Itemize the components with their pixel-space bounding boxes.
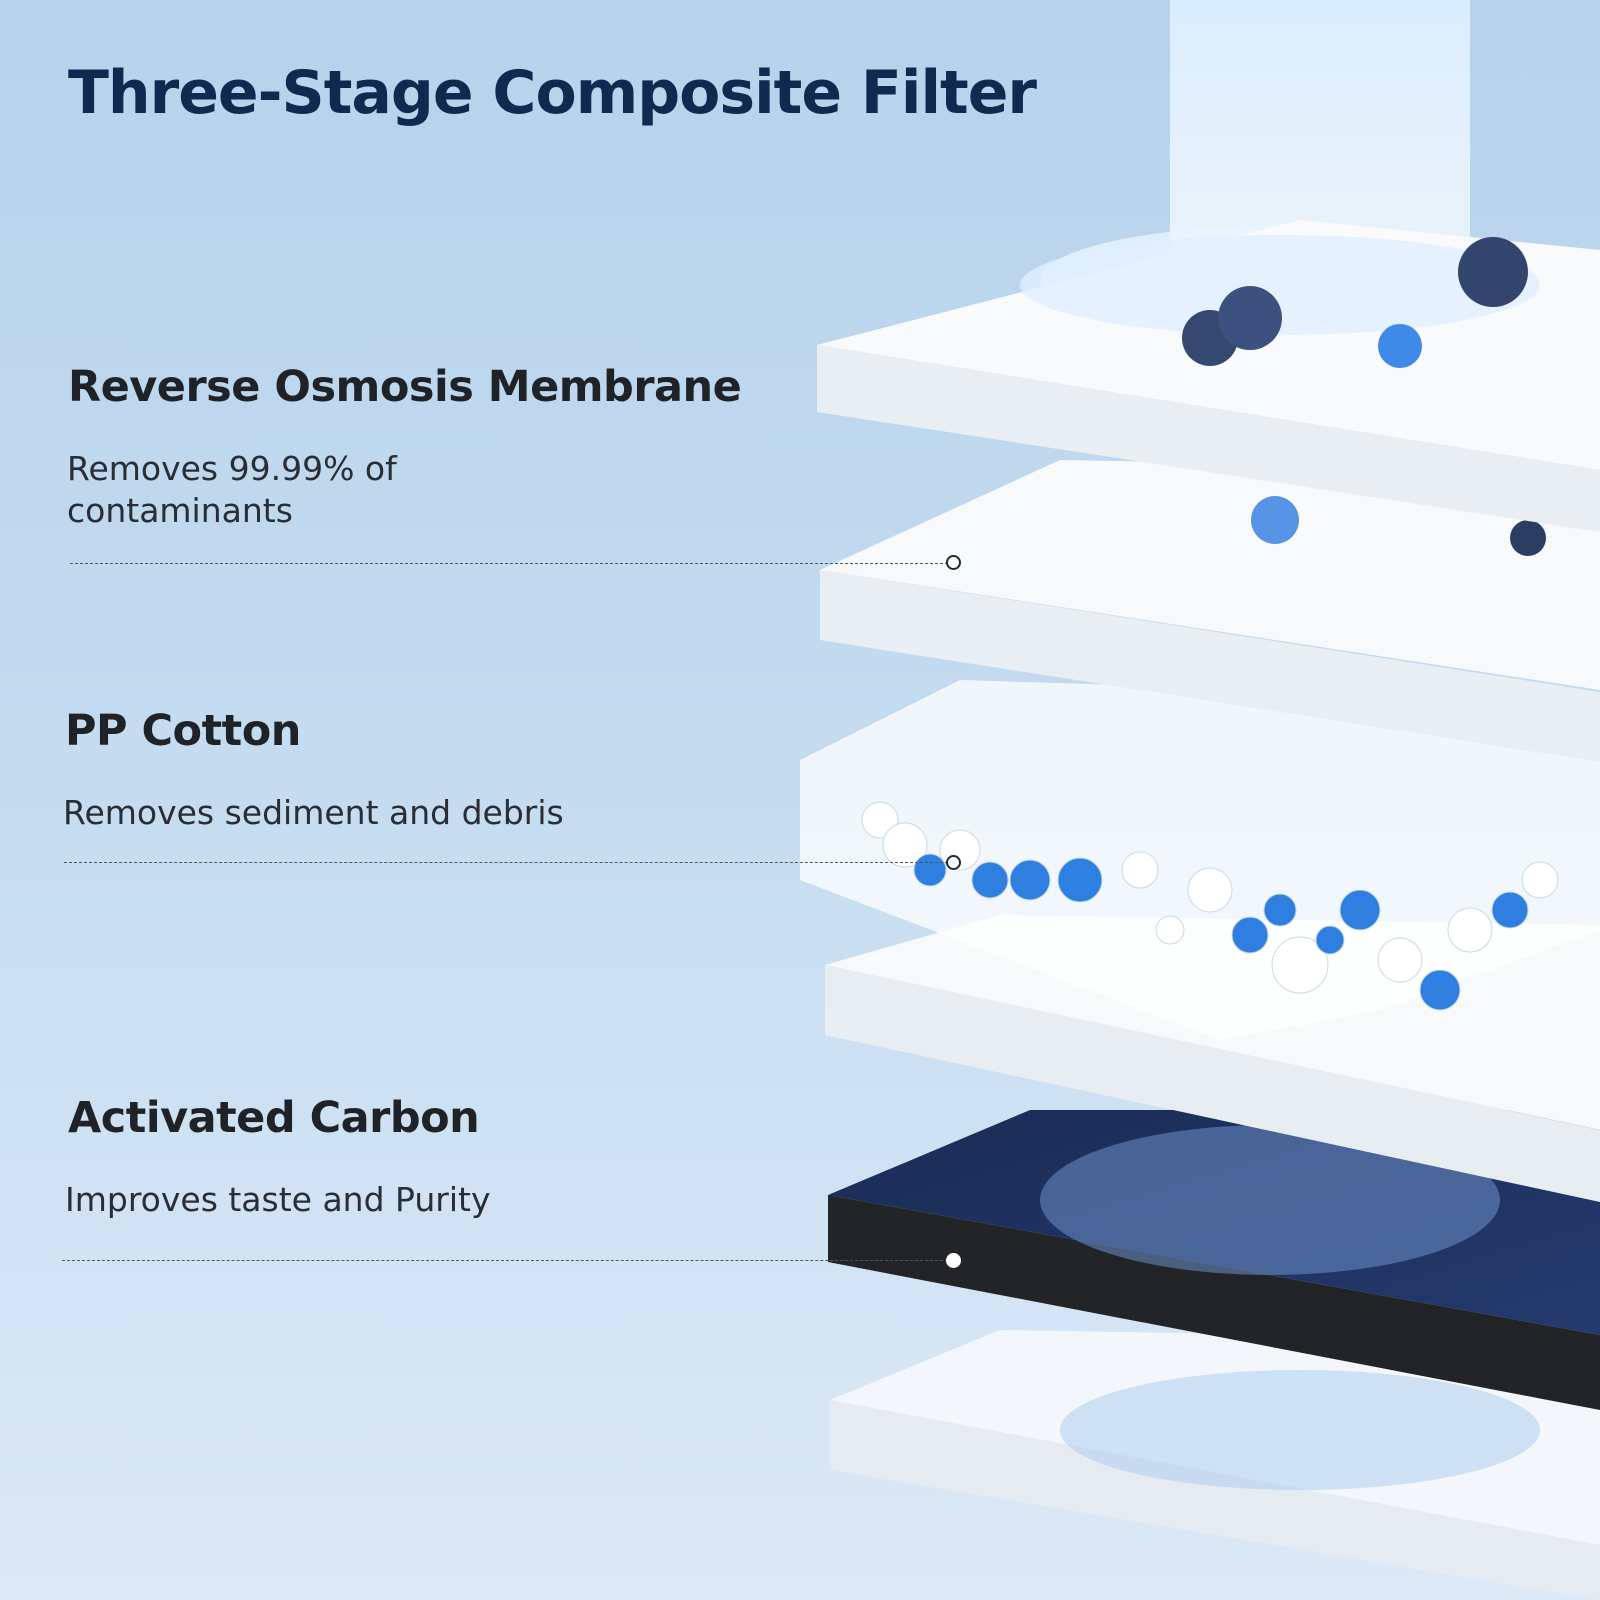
- filter-bead: [1263, 893, 1297, 927]
- reverse-osmosis-slab: [817, 220, 1600, 532]
- filter-bead: [1231, 916, 1269, 954]
- filter-bead: [1419, 969, 1461, 1011]
- filter-bead: [1315, 925, 1345, 955]
- membrane-slab-middle: [820, 460, 1600, 762]
- filter-bead: [1009, 859, 1051, 901]
- filter-bead: [1377, 937, 1423, 983]
- stage-heading-pp-cotton: PP Cotton: [65, 706, 301, 756]
- filter-bead: [882, 822, 928, 868]
- filter-bead: [971, 861, 1009, 899]
- filter-bead: [1521, 861, 1559, 899]
- filter-bead: [1187, 867, 1233, 913]
- filter-bead: [861, 801, 899, 839]
- filter-bead: [1155, 915, 1185, 945]
- marker-dot: [946, 855, 961, 870]
- page-title: Three-Stage Composite Filter: [68, 58, 1037, 128]
- filter-bead: [913, 853, 947, 887]
- activated-carbon-slab: [828, 1110, 1600, 1410]
- leader-line: [62, 1260, 948, 1261]
- marker-dot: [946, 1253, 961, 1268]
- filter-bead: [1271, 936, 1329, 994]
- stage-heading-activated-carbon: Activated Carbon: [68, 1093, 480, 1143]
- filter-bead: [1491, 891, 1529, 929]
- stage-heading-reverse-osmosis: Reverse Osmosis Membrane: [68, 362, 742, 412]
- filter-bead: [1447, 907, 1493, 953]
- bottom-slab: [830, 1330, 1600, 1600]
- pp-cotton-mesh: [800, 680, 1600, 1040]
- filter-bead: [1121, 851, 1159, 889]
- stage-description-reverse-osmosis: Removes 99.99% of contaminants: [67, 449, 397, 530]
- filter-bead: [1339, 889, 1381, 931]
- leader-line: [64, 862, 948, 863]
- stage-description-activated-carbon: Improves taste and Purity: [65, 1180, 491, 1219]
- filter-bead: [1057, 857, 1103, 903]
- marker-dot: [946, 555, 961, 570]
- leader-line: [70, 563, 948, 564]
- stage-description-pp-cotton: Removes sediment and debris: [63, 793, 564, 832]
